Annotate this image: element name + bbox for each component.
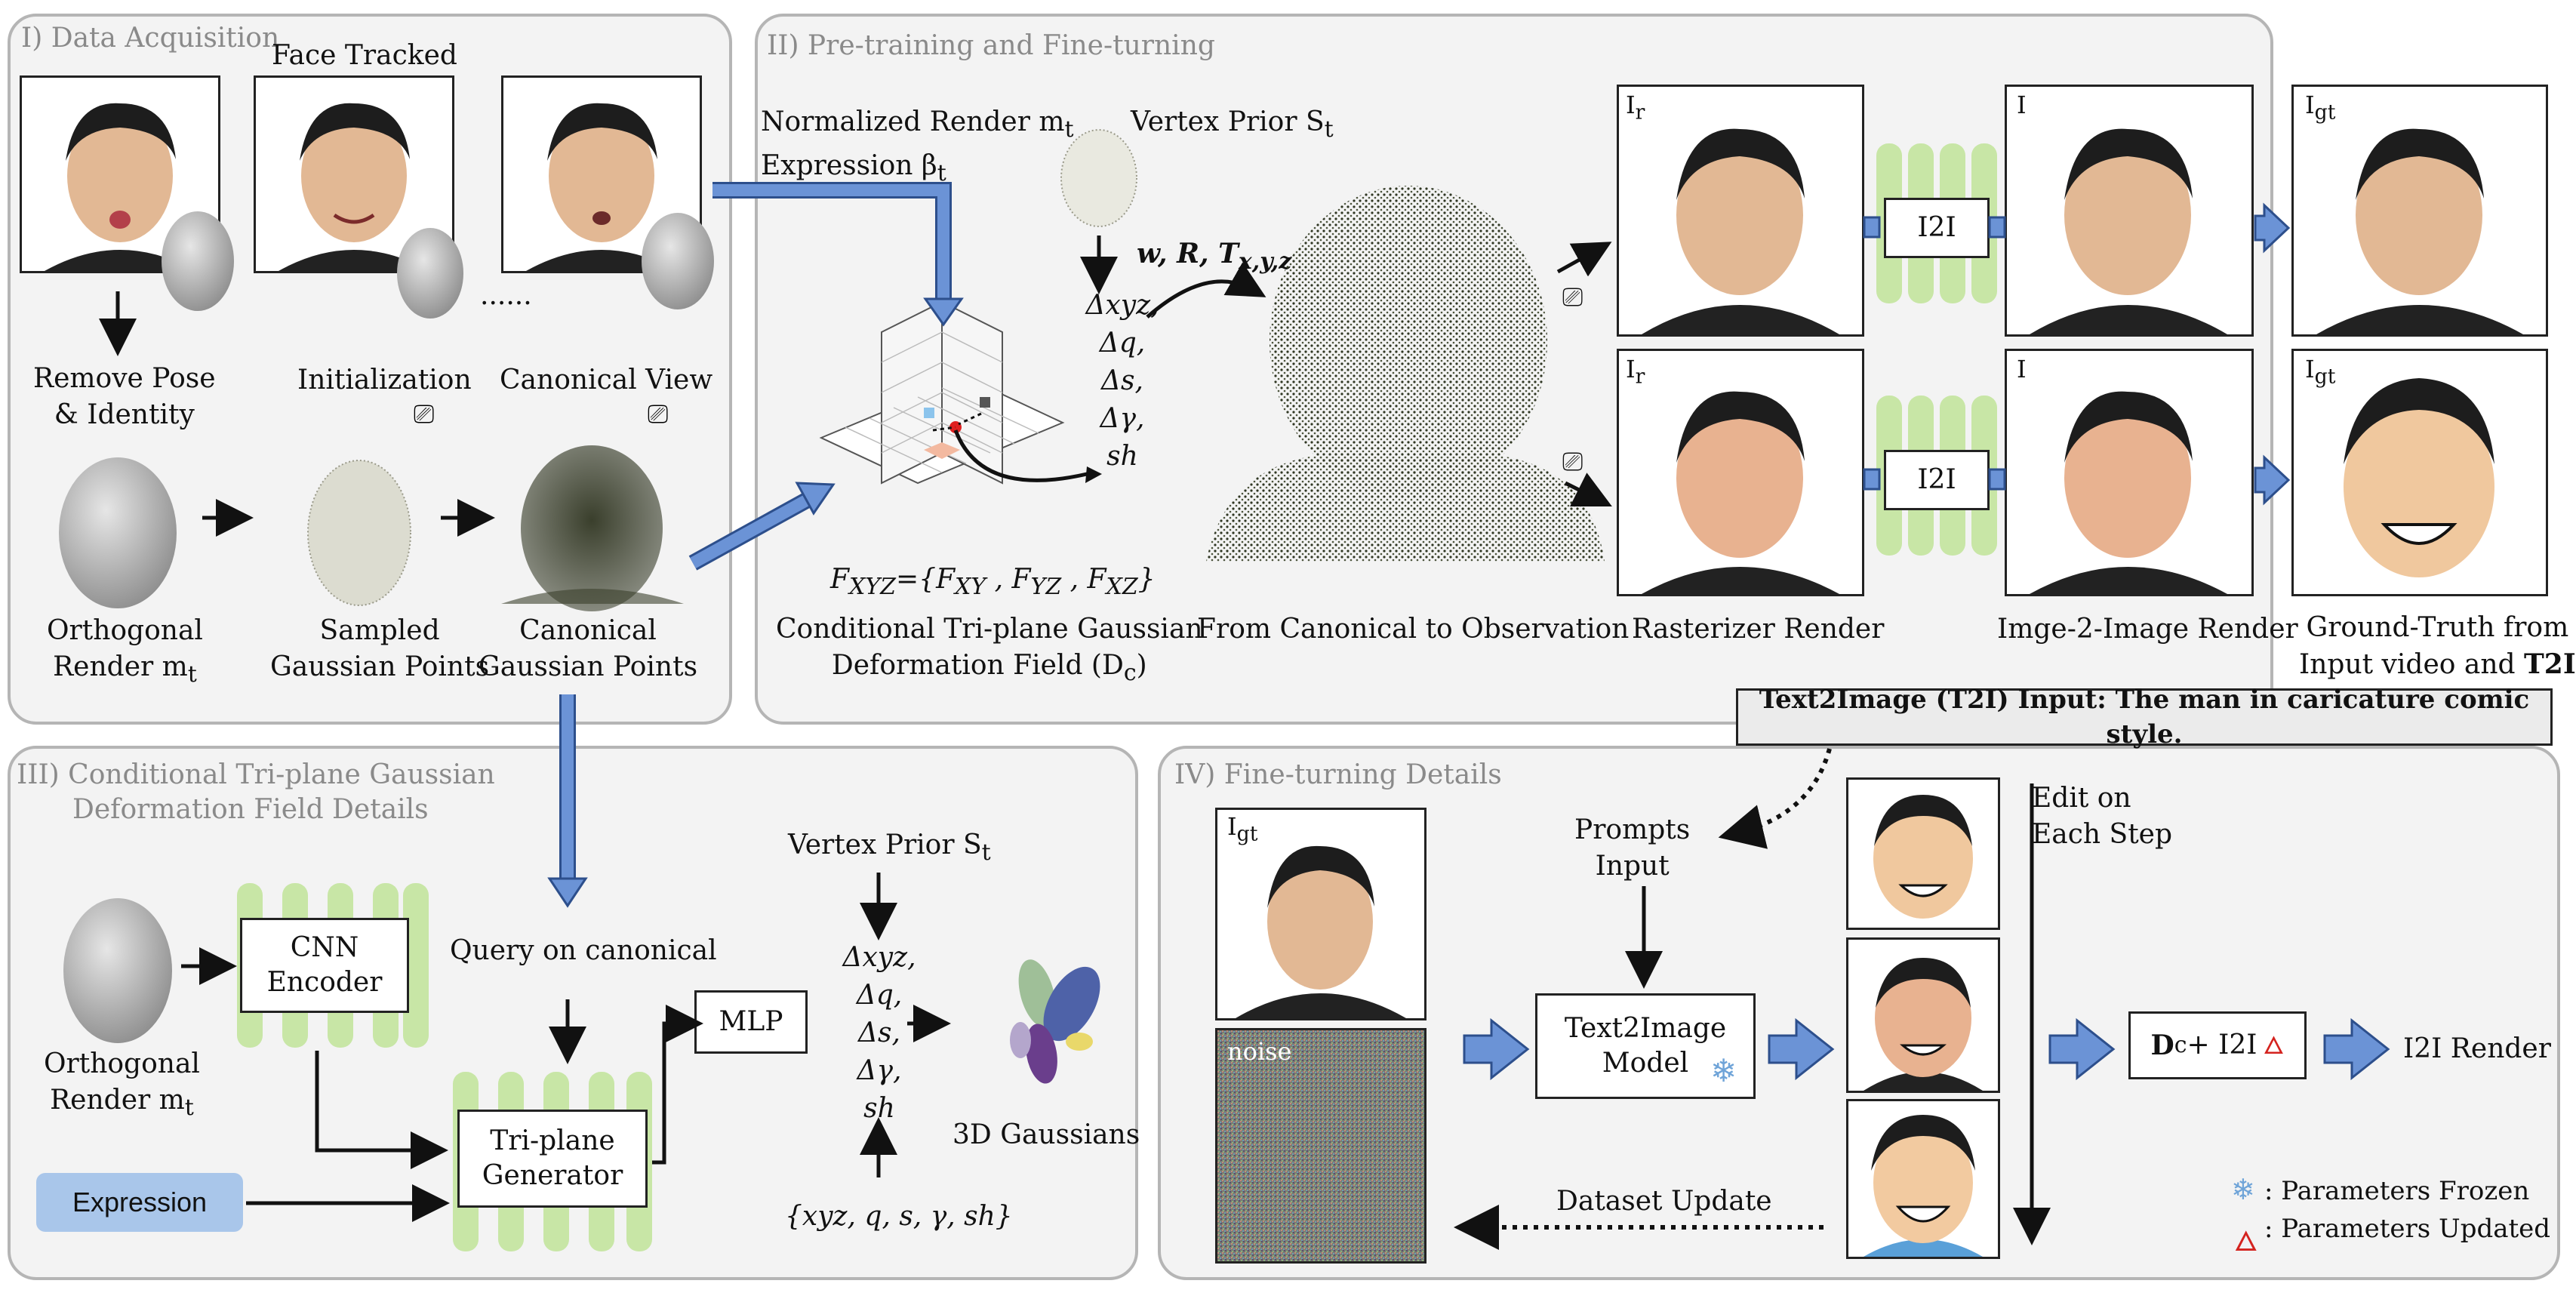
deltas-list: Δxyz, Δq, Δs, Δγ, sh <box>1081 287 1164 476</box>
camera-icon: ⎚ <box>1562 447 1583 477</box>
frame-label: I <box>2017 91 2027 119</box>
delta-item: Δγ, <box>1100 403 1145 434</box>
edited-caricature-image <box>1846 937 2000 1093</box>
delta-item: Δxyz, <box>1085 290 1159 321</box>
label-face-tracked: Face Tracked <box>272 40 457 71</box>
frame-label: Igt <box>2305 355 2336 389</box>
mlp-box: MLP <box>694 990 808 1054</box>
tracked-face-photo <box>20 75 220 273</box>
label-image-to-image-render: Imge-2-Image Render <box>1997 614 2298 645</box>
panel-title: II) Pre-training and Fine-turning <box>767 30 1215 61</box>
label-fxyz: FXYZ={FXY , FYZ , FXZ} <box>830 564 1156 601</box>
label-3d-gaussians: 3D Gaussians <box>953 1119 1140 1150</box>
label-sampled-points: Sampled Gaussian Points <box>270 615 490 682</box>
t2i-input-banner: Text2Image (T2I) Input: The man in caric… <box>1736 685 2553 750</box>
frame-label: Igt <box>1227 812 1258 846</box>
delta-item: sh <box>1106 441 1138 472</box>
expression-box: Expression <box>36 1173 243 1232</box>
delta-item: Δq, <box>856 980 903 1011</box>
delta-item: Δs, <box>858 1017 900 1048</box>
i2i-render-image <box>2005 349 2254 596</box>
label-vertex-prior: Vertex Prior St <box>1131 106 1334 143</box>
label-vertex-prior: Vertex Prior St <box>788 830 991 867</box>
face-photo-image <box>503 78 700 271</box>
flame-icon: 🜂 <box>2263 1031 2285 1060</box>
label-normalized-render: Normalized Render mt Expression βt <box>761 106 1074 187</box>
label-canonical-points: Canonical Gaussian Points <box>479 615 698 682</box>
ground-truth-caricature-image <box>2291 349 2548 596</box>
i2i-render-image <box>2005 85 2254 337</box>
camera-icon: ⎚ <box>1562 282 1583 312</box>
label-canonical-view: Canonical View <box>500 365 713 396</box>
label-remove-pose: Remove Pose & Identity <box>33 363 216 430</box>
label-gaussian-params: {xyz, q, s, γ, sh} <box>785 1201 1013 1232</box>
tracked-face-photo <box>254 75 454 273</box>
panel-title: I) Data Acquisition <box>21 23 280 54</box>
face-photo-image <box>256 78 452 271</box>
rasterizer-render-image <box>1617 85 1864 337</box>
label-transform: w, R, Tx,y,z <box>1137 238 1292 275</box>
delta-item: Δxyz, <box>842 942 916 973</box>
panel-title: IV) Fine-turning Details <box>1174 759 1502 790</box>
ground-truth-image <box>1215 808 1426 1020</box>
flame-icon: 🜂 <box>2234 1227 2258 1257</box>
snowflake-icon: ❄ <box>1710 1052 1737 1089</box>
delta-item: Δγ, <box>857 1055 902 1086</box>
label-ground-truth: Ground-Truth from Input video and T2I <box>2299 612 2576 680</box>
cnn-encoder-box: CNN Encoder <box>240 918 409 1013</box>
label-rasterizer-render: Rasterizer Render <box>1632 614 1885 645</box>
label-i2i-render: I2I Render <box>2403 1033 2551 1064</box>
rasterizer-render-image <box>1617 349 1864 596</box>
noise-image <box>1215 1028 1426 1264</box>
tracked-face-photo <box>501 75 702 273</box>
delta-item: sh <box>863 1093 895 1124</box>
panel-title: Deformation Field Details <box>72 794 429 825</box>
edited-caricature-image <box>1846 777 2000 930</box>
delta-item: Δq, <box>1099 328 1146 359</box>
frame-label: Ir <box>1626 355 1645 389</box>
legend-updated: : Parameters Updated <box>2264 1214 2551 1244</box>
frame-label: Ir <box>1626 91 1645 125</box>
ground-truth-image <box>2291 85 2548 337</box>
triplane-generator-box: Tri-plane Generator <box>457 1110 648 1208</box>
panel-title: III) Conditional Tri-plane Gaussian <box>17 759 495 790</box>
label-query-canonical: Query on canonical <box>450 935 717 966</box>
ellipsis: ...... <box>480 280 532 311</box>
label-dataset-update: Dataset Update <box>1556 1186 1772 1217</box>
label-orthogonal-render: Orthogonal Render mt <box>47 615 203 688</box>
text2image-model-box: Text2Image Model <box>1535 993 1756 1099</box>
label-orthogonal-render: Orthogonal Render mt <box>44 1048 200 1122</box>
label-edit-each-step: Edit on Each Step <box>2032 783 2173 850</box>
frame-label: I <box>2017 355 2027 383</box>
frame-label: noise <box>1227 1037 1292 1066</box>
legend-frozen: : Parameters Frozen <box>2264 1176 2530 1206</box>
edited-caricature-image <box>1846 1099 2000 1259</box>
frame-label: Igt <box>2305 91 2336 125</box>
label-prompts-input: Prompts Input <box>1574 814 1691 882</box>
i2i-box: I2I <box>1884 198 1990 258</box>
label-canonical-to-observation: From Canonical to Observation <box>1197 614 1630 645</box>
face-photo-image <box>22 78 218 271</box>
label-initialization: Initialization <box>297 365 472 396</box>
i2i-box: I2I <box>1884 450 1990 510</box>
label-conditional-triplane: Conditional Tri-plane Gaussian Deformati… <box>776 614 1203 687</box>
snowflake-icon: ❄ <box>2231 1173 2255 1206</box>
deltas-list: Δxyz, Δq, Δs, Δγ, sh <box>838 939 921 1128</box>
delta-item: Δs, <box>1101 365 1143 396</box>
